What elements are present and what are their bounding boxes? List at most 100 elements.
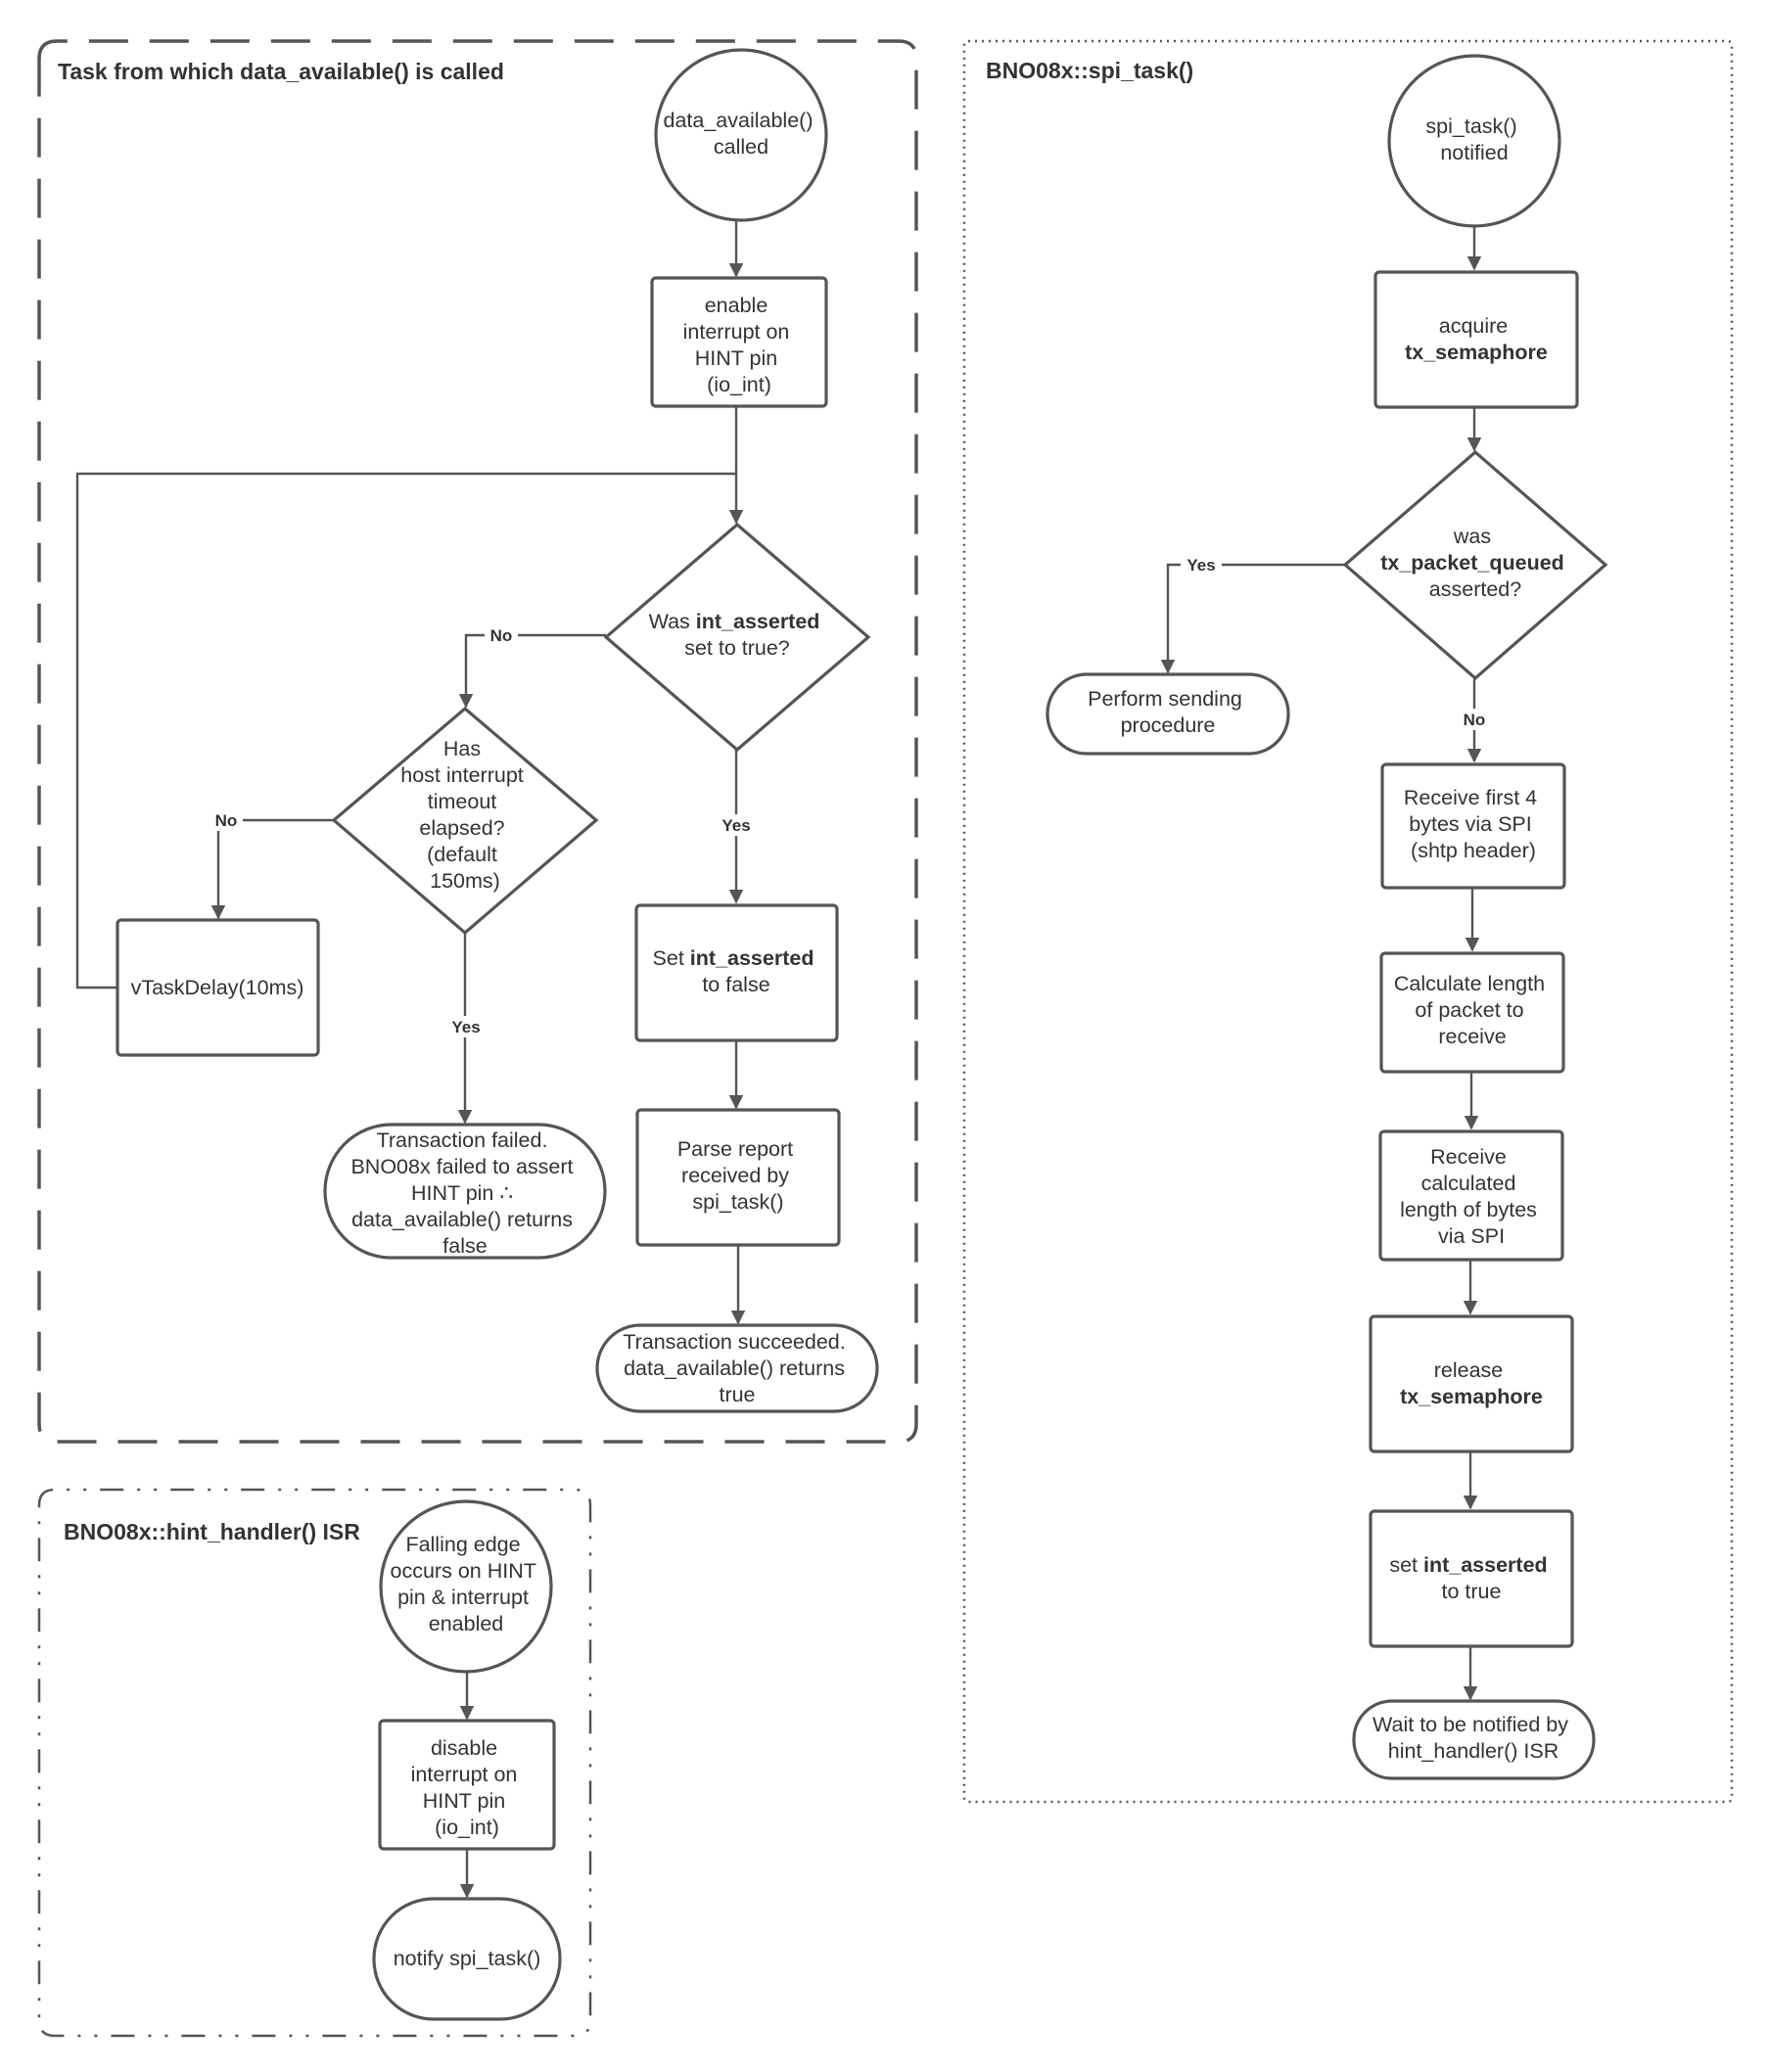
node-set-int-asserted-false: Set int_asserted to false [634, 903, 839, 1042]
edges [75, 221, 1482, 1899]
node-text-line: acquire [1439, 314, 1509, 338]
node-text-line: (io_int) [435, 1816, 499, 1839]
decision-int-asserted: Was int_asserted set to true? [603, 522, 871, 753]
node-text-line: occurs on HINT [391, 1559, 536, 1583]
node-text-line: length of bytes [1400, 1198, 1537, 1221]
node-text-line: Falling edge [405, 1533, 520, 1556]
node-text-line: Transaction failed. [377, 1128, 548, 1152]
node-text-line: (io_int) [707, 373, 771, 396]
svg-text:Perform sending procedur: Perform sending procedure [1088, 687, 1248, 737]
frame-title-hint-handler: BNO08x::hint_handler() ISR [64, 1519, 360, 1544]
node-text-line: disable [431, 1736, 497, 1760]
node-text-line: bytes via SPI [1409, 812, 1531, 836]
node-receive-bytes: Receive calculated length of bytes via S… [1378, 1129, 1564, 1262]
label-asserted-yes: Yes [721, 816, 750, 835]
node-text-line: HINT pin [423, 1789, 505, 1813]
terminal-notify-spi-task: notify spi_task() [372, 1897, 562, 2021]
node-text-line: Receive [1430, 1145, 1507, 1169]
edge-delay-loopback [75, 472, 736, 990]
svg-text:Falling edge occurs on H: Falling edge occurs on HINT pin & interr… [391, 1533, 542, 1635]
node-text-line: Set [653, 946, 690, 970]
svg-text:Was int_asserted set to: Was int_asserted set to true? [649, 610, 826, 660]
node-text-bold: tx_semaphore [1405, 341, 1548, 364]
svg-text:Has host interrupt: Has host interrupt timeout elapsed? (def… [400, 737, 529, 893]
node-text-line: data_available() returns [624, 1357, 845, 1380]
decision-timeout-elapsed: Has host interrupt timeout elapsed? (def… [331, 706, 599, 936]
svg-text:Transaction succeeded. d: Transaction succeeded. data_available() … [623, 1330, 851, 1406]
node-text-line: procedure [1121, 714, 1216, 737]
node-text-line: (default [427, 843, 497, 866]
node-release-semaphore: release tx_semaphore [1369, 1314, 1574, 1453]
node-vtaskdelay: vTaskDelay(10ms) [116, 918, 320, 1057]
node-text-line: of packet to [1415, 998, 1523, 1022]
node-text-bold: tx_packet_queued [1380, 551, 1564, 575]
label-timeout-yes: Yes [451, 1018, 480, 1036]
terminal-wait-notified: Wait to be notified by hint_handler() IS… [1352, 1699, 1596, 1780]
node-text-line: vTaskDelay(10ms) [131, 976, 304, 999]
node-acquire-semaphore: acquire tx_semaphore [1373, 270, 1579, 409]
svg-text:Receive calculated: Receive calculated length of bytes via S… [1400, 1145, 1543, 1248]
node-falling-edge: Falling edge occurs on HINT pin & interr… [379, 1499, 553, 1674]
node-text-line: release [1434, 1358, 1504, 1382]
svg-text:Parse report received by: Parse report received by spi_task() [677, 1137, 799, 1214]
svg-text:enable interrupt on: enable interrupt on HINT pin (io_int) [683, 294, 796, 396]
node-text-line: false [442, 1234, 487, 1258]
node-data-available-called: data_available() called [654, 48, 828, 222]
node-text-line: Receive first 4 [1404, 786, 1537, 809]
node-text-line: to false [702, 973, 769, 996]
label-queued-yes: Yes [1186, 556, 1215, 575]
label-timeout-no: No [215, 811, 238, 830]
node-receive-header: Receive first 4 bytes via SPI (shtp head… [1380, 762, 1566, 890]
node-text-line: Parse report [677, 1137, 793, 1161]
node-text-line: set to true? [684, 636, 790, 660]
node-text-line: timeout [428, 790, 497, 813]
node-text-line: elapsed? [419, 816, 504, 840]
node-text-line: receive [1438, 1025, 1506, 1048]
svg-text:data_available() called: data_available() called [664, 109, 819, 159]
node-text-line: host interrupt [400, 763, 524, 787]
node-disable-interrupt: disable interrupt on HINT pin (io_int) [378, 1719, 556, 1851]
svg-text:Calculate length of pack: Calculate length of packet to receive [1394, 972, 1551, 1048]
svg-text:Receive first 4 bytes vi: Receive first 4 bytes via SPI (shtp head… [1404, 786, 1543, 862]
svg-text:disable interrupt on: disable interrupt on HINT pin (io_int) [411, 1736, 524, 1839]
node-text-line: received by [681, 1164, 789, 1187]
node-parse-report: Parse report received by spi_task() [635, 1108, 841, 1247]
node-text-line: hint_handler() ISR [1388, 1739, 1559, 1763]
node-text-line: true [719, 1383, 755, 1406]
edge-timeout-no [210, 818, 334, 920]
terminal-perform-sending: Perform sending procedure [1046, 672, 1290, 756]
node-text-line: notify spi_task() [394, 1947, 541, 1970]
node-text-line: notified [1440, 141, 1508, 164]
frame-title-spi-task: BNO08x::spi_task() [986, 58, 1193, 83]
node-set-int-asserted-true: set int_asserted to true [1369, 1509, 1574, 1648]
node-spi-task-notified: spi_task() notified [1387, 54, 1561, 228]
edge-queued-yes [1160, 563, 1344, 674]
node-text-line: Calculate length [1394, 972, 1545, 995]
node-text-line: to true [1442, 1580, 1502, 1603]
node-text-line: Perform sending [1088, 687, 1242, 711]
node-text-line: interrupt on [683, 320, 790, 344]
node-text-line: data_available() returns [351, 1208, 573, 1231]
node-text-line: Transaction succeeded. [623, 1330, 845, 1354]
edge-labels: No Yes No Yes Yes No [209, 554, 1491, 1037]
node-text-line: Was [649, 610, 696, 633]
svg-text:was tx_packet_queued: was tx_packet_queued asserted? [1380, 525, 1570, 601]
frame-data-available-task: Task from which data_available() is call… [37, 39, 918, 1444]
node-text-bold: int_asserted [1423, 1553, 1548, 1577]
frame-hint-handler: BNO08x::hint_handler() ISR [37, 1488, 592, 2038]
node-text-line: 150ms) [430, 869, 500, 893]
node-text-line: BNO08x failed to assert [350, 1155, 573, 1178]
svg-text:Wait to be notified by h: Wait to be notified by hint_handler() IS… [1373, 1713, 1574, 1763]
svg-text:acquire tx_semaphore: acquire tx_semaphore [1405, 314, 1548, 364]
node-text-line: called [714, 135, 768, 159]
svg-text:spi_task() notified: spi_task() notified [1425, 115, 1522, 164]
node-text-line: spi_task() [1425, 115, 1516, 138]
svg-text:set int_asserted to true: set int_asserted to true [1389, 1553, 1553, 1603]
node-enable-interrupt: enable interrupt on HINT pin (io_int) [650, 276, 828, 408]
node-text-line: calculated [1421, 1172, 1516, 1195]
node-text-line: interrupt on [411, 1763, 518, 1786]
node-text-line: set [1389, 1553, 1423, 1577]
node-text-line: spi_task() [692, 1190, 783, 1214]
terminal-transaction-failed: Transaction failed. BNO08x failed to ass… [323, 1123, 607, 1260]
